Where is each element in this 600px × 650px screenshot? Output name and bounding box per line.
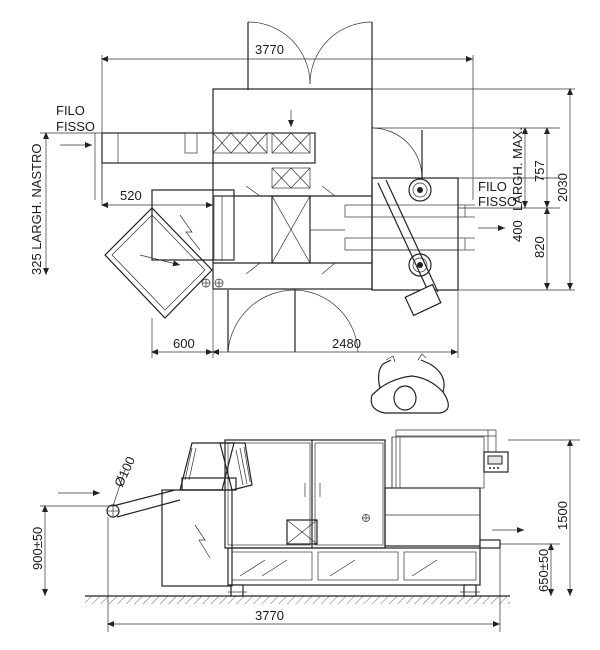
label-fixed-wire-left: FILO FISSO <box>56 103 95 134</box>
label-fixed-wire-right: FILO FISSO <box>478 179 517 209</box>
svg-text:3770: 3770 <box>255 608 284 623</box>
infeed-conveyor <box>60 110 316 205</box>
svg-text:2030: 2030 <box>555 173 570 202</box>
control-panel <box>395 429 509 488</box>
svg-text:1500: 1500 <box>555 501 570 530</box>
side-dimensions: Ø100 900±50 650±50 1500 3770 <box>30 439 580 632</box>
svg-text:Ø100: Ø100 <box>111 454 138 489</box>
machine-body <box>224 436 524 597</box>
svg-text:650±50: 650±50 <box>536 549 551 592</box>
belt-width-dimension: 325 LARGH. NASTRO <box>29 132 102 276</box>
svg-text:820: 820 <box>532 236 547 258</box>
bottom-doors <box>227 289 359 353</box>
tilted-feeder <box>104 207 224 319</box>
floor <box>85 595 510 604</box>
wire-spool-top <box>408 178 432 202</box>
outfeed-conveyor <box>344 204 505 251</box>
dimension-total-width: 3770 <box>101 42 474 200</box>
svg-text:2480: 2480 <box>332 336 361 351</box>
svg-text:FISSO: FISSO <box>478 194 517 209</box>
dimension-520: 520 <box>101 188 213 208</box>
svg-text:FILO: FILO <box>56 103 85 118</box>
svg-text:325 LARGH. NASTRO: 325 LARGH. NASTRO <box>29 144 44 276</box>
svg-text:900±50: 900±50 <box>30 527 45 570</box>
side-view: Ø100 900±50 650±50 1500 3770 <box>30 429 580 632</box>
svg-text:757: 757 <box>532 160 547 182</box>
top-view: 3770 <box>29 21 575 414</box>
bottom-dimensions: 600 2480 <box>151 290 459 358</box>
right-dimensions: 757 820 2030 400 LARGH. MAX. <box>372 88 575 291</box>
svg-text:LARGH. MAX.: LARGH. MAX. <box>510 127 525 211</box>
svg-text:600: 600 <box>173 336 195 351</box>
dim-total-width-label: 3770 <box>255 42 284 57</box>
operator-figure <box>370 353 449 414</box>
robot-arm <box>377 179 442 317</box>
infeed-hopper <box>58 442 253 587</box>
top-doors <box>247 21 373 90</box>
svg-text:400: 400 <box>510 220 525 242</box>
svg-text:520: 520 <box>120 188 142 203</box>
svg-text:FISSO: FISSO <box>56 119 95 134</box>
svg-text:FILO: FILO <box>478 179 507 194</box>
inner-machine <box>151 185 345 275</box>
